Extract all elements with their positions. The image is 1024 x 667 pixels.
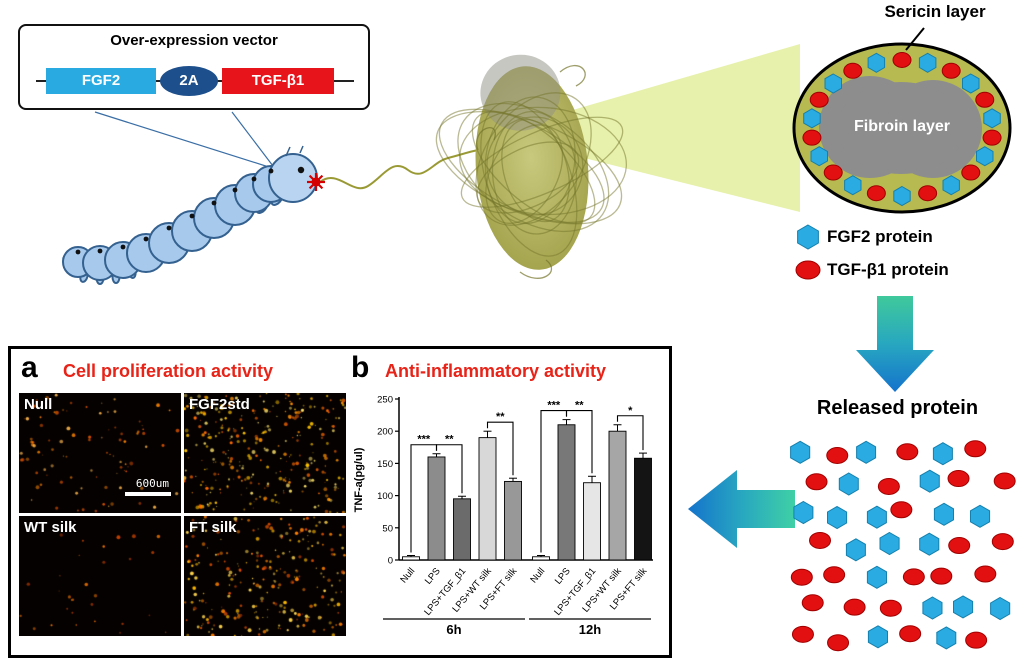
svg-text:*: * xyxy=(628,405,633,417)
svg-text:100: 100 xyxy=(377,491,393,502)
panel-b-letter: b xyxy=(351,351,370,384)
legend-fgf2-label: FGF2 protein xyxy=(827,227,933,246)
panel-a-title: Cell proliferation activity xyxy=(63,361,274,381)
gene-fgf2: FGF2 xyxy=(46,68,156,94)
fibroin-layer-label: Fibroin layer xyxy=(853,118,951,135)
silkworm-illustration xyxy=(61,145,325,285)
microscopy-label: FT silk xyxy=(189,519,237,536)
vector-callout-lines xyxy=(94,111,277,171)
svg-text:6h: 6h xyxy=(446,622,461,637)
zoom-beam xyxy=(552,44,800,212)
microscopy-image-null: Null 600um xyxy=(19,393,181,513)
scale-bar-label: 600um xyxy=(135,477,169,490)
microscopy-label: FGF2std xyxy=(189,396,250,413)
spinneret-icon xyxy=(307,173,325,191)
svg-text:**: ** xyxy=(445,434,454,446)
svg-text:LPS: LPS xyxy=(553,566,573,587)
gene-tgfb1: TGF-β1 xyxy=(222,68,334,94)
down-arrow-icon xyxy=(856,296,934,392)
fluorescence-canvas xyxy=(184,516,346,636)
svg-text:Null: Null xyxy=(528,566,547,586)
microscopy-image-ft-silk: FT silk xyxy=(184,516,346,636)
left-arrow-icon xyxy=(688,470,795,548)
svg-text:12h: 12h xyxy=(579,622,601,637)
released-protein-label: Released protein xyxy=(816,397,979,419)
cocoon-illustration xyxy=(435,54,628,279)
microscopy-grid: Null 600um FGF2std WT silk FT silk xyxy=(19,393,346,636)
legend-tgfb1-label: TGF-β1 protein xyxy=(827,260,949,279)
svg-text:0: 0 xyxy=(388,556,393,567)
legend-fgf2-icon xyxy=(797,224,819,250)
svg-text:***: *** xyxy=(547,400,561,412)
released-proteins-scatter xyxy=(790,440,1016,652)
microscopy-label: WT silk xyxy=(24,519,77,536)
scale-bar xyxy=(125,492,171,496)
svg-text:50: 50 xyxy=(382,523,393,534)
panel-a-letter: a xyxy=(21,351,38,384)
fluorescence-canvas xyxy=(184,393,346,513)
vector-title: Over-expression vector xyxy=(110,32,278,49)
legend-tgfb1-icon xyxy=(795,260,821,280)
panel-b-title: Anti-inflammatory activity xyxy=(385,361,607,381)
sericin-layer-label: Sericin layer xyxy=(884,2,986,21)
svg-text:Null: Null xyxy=(398,566,417,586)
svg-text:**: ** xyxy=(496,411,505,423)
svg-text:250: 250 xyxy=(377,395,393,406)
svg-text:150: 150 xyxy=(377,459,393,470)
microscopy-label: Null xyxy=(24,396,53,413)
svg-text:TNF-a(pg/ul): TNF-a(pg/ul) xyxy=(353,447,365,512)
cross-section-illustration xyxy=(792,27,1012,214)
microscopy-image-fgf2std: FGF2std xyxy=(184,393,346,513)
overexpression-vector-box: Over-expression vector FGF2 2A TGF-β1 xyxy=(18,24,370,110)
silk-thread xyxy=(319,149,479,190)
svg-text:***: *** xyxy=(417,434,431,446)
svg-text:200: 200 xyxy=(377,427,393,438)
fluorescence-canvas xyxy=(19,516,181,636)
sericin-pointer-line xyxy=(905,27,925,51)
gene-row: FGF2 2A TGF-β1 xyxy=(20,64,368,100)
svg-text:LPS: LPS xyxy=(423,566,443,587)
microscopy-image-wt-silk: WT silk xyxy=(19,516,181,636)
results-panel: a Cell proliferation activity b Anti-inf… xyxy=(8,346,672,658)
svg-text:**: ** xyxy=(575,400,584,412)
gene-2a: 2A xyxy=(160,66,218,96)
